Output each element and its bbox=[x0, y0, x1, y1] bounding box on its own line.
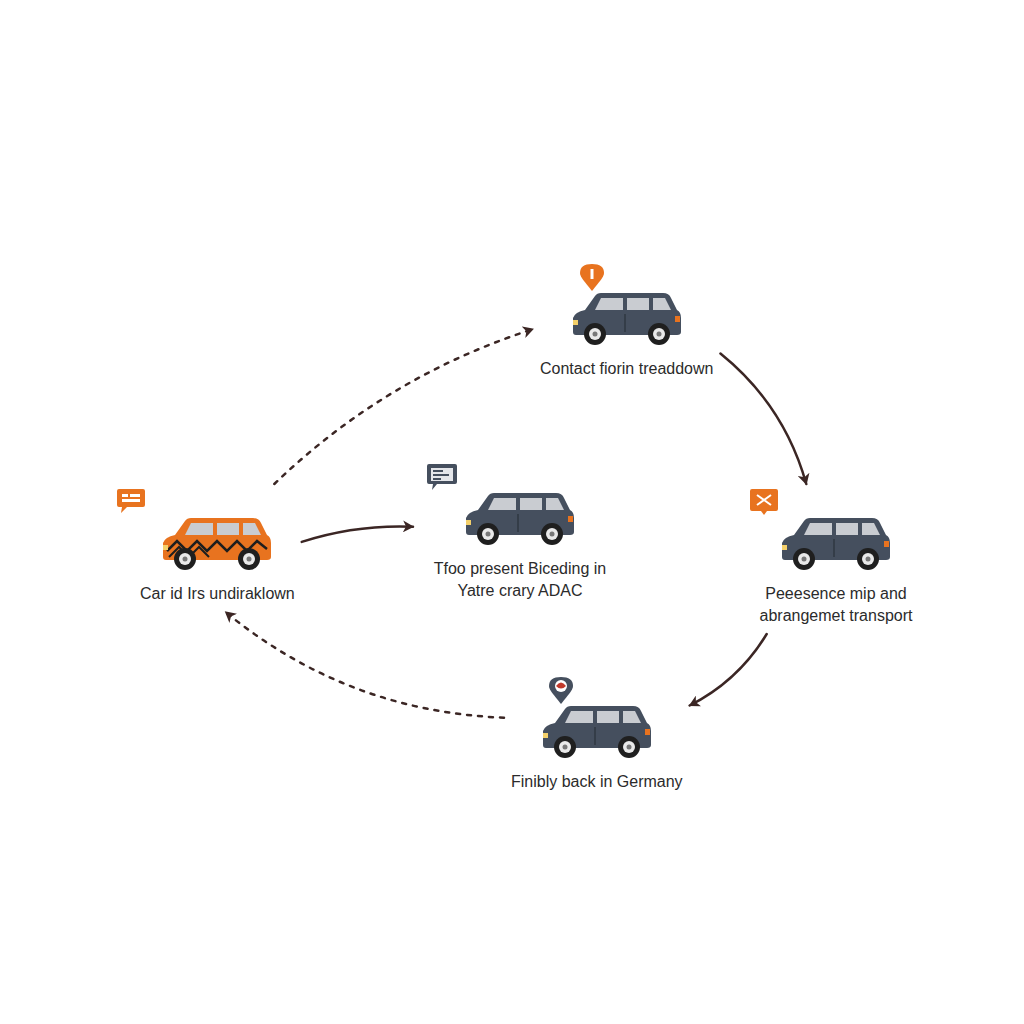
icon-holder bbox=[575, 262, 609, 296]
car-icon bbox=[774, 513, 898, 571]
icon-holder bbox=[544, 675, 578, 709]
flow-arrow bbox=[690, 634, 767, 706]
icon-holder bbox=[425, 462, 459, 496]
car-icon bbox=[458, 488, 582, 546]
step-node: Finibly back in Germany bbox=[507, 675, 687, 797]
status-icon bbox=[575, 262, 609, 292]
step-caption: Car id Irs undiraklown bbox=[140, 583, 295, 605]
icon-holder bbox=[747, 487, 781, 521]
flow-arrow bbox=[274, 329, 533, 484]
step-caption: Peeesence mip and abrangemet transport bbox=[741, 583, 931, 627]
step-node: Tfoo present Biceding in Yatre crary ADA… bbox=[416, 462, 624, 606]
flow-arrow bbox=[302, 527, 413, 542]
step-caption: Tfoo present Biceding in Yatre crary ADA… bbox=[420, 558, 620, 602]
step-node: Contact fiorin treaddown bbox=[536, 262, 717, 384]
flow-arrow bbox=[226, 612, 504, 718]
status-icon bbox=[425, 462, 459, 492]
car-icon bbox=[565, 288, 689, 346]
car-icon bbox=[155, 513, 279, 571]
status-icon bbox=[544, 675, 578, 705]
car-icon bbox=[535, 701, 659, 759]
step-node: Peeesence mip and abrangemet transport bbox=[737, 487, 935, 631]
step-caption: Finibly back in Germany bbox=[511, 771, 683, 793]
icon-holder bbox=[115, 487, 149, 521]
step-caption: Contact fiorin treaddown bbox=[540, 358, 713, 380]
flow-arrow bbox=[720, 354, 806, 485]
status-icon bbox=[747, 487, 781, 517]
step-node: Car id Irs undiraklown bbox=[136, 487, 299, 609]
status-icon bbox=[115, 487, 149, 517]
